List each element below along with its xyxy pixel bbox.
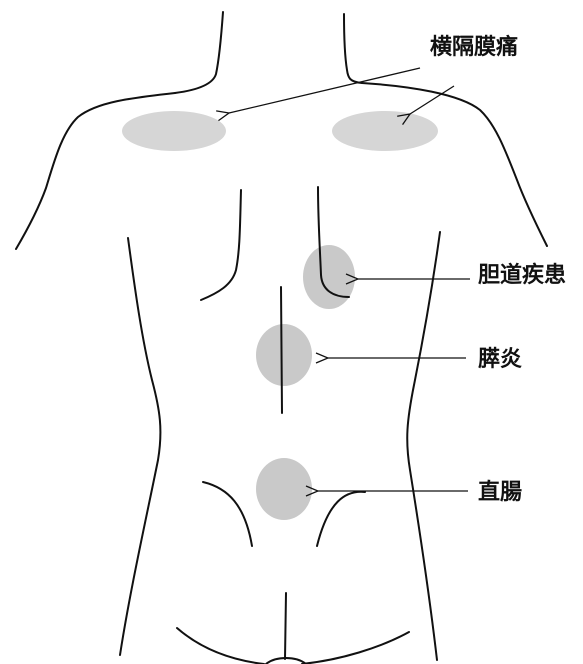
torso-left-side [120, 238, 160, 655]
pelvis-midline [285, 593, 286, 659]
arrow-diaphragm-to-right-shoulder [410, 86, 454, 114]
arrow-diaphragm-to-left-shoulder [229, 68, 420, 113]
torso-right-side [407, 232, 440, 660]
inguinal-left-line [203, 482, 252, 546]
pain-area-gallbladder [303, 245, 355, 309]
label-diaphragm-pain: 横隔膜痛 [430, 37, 518, 59]
neck-left-outline [175, 12, 223, 93]
neck-right-outline [344, 14, 362, 83]
right-shoulder-outline [362, 83, 547, 246]
label-biliary-disease: 胆道疾患 [478, 265, 566, 287]
pelvis-center-arc [266, 658, 306, 664]
label-pancreatitis: 膵炎 [478, 349, 522, 371]
pain-area-rectum [256, 458, 312, 520]
pain-area-right-shoulder [332, 111, 438, 151]
pelvis-right-curve [302, 632, 409, 664]
ribcage-left-line [201, 190, 241, 300]
pain-area-pancreas [256, 324, 312, 386]
pain-area-left-shoulder [122, 111, 226, 151]
inguinal-right-line [317, 492, 365, 546]
label-rectum: 直腸 [478, 482, 522, 504]
pelvis-left-curve [177, 628, 264, 664]
abdominal-midline [281, 287, 282, 413]
